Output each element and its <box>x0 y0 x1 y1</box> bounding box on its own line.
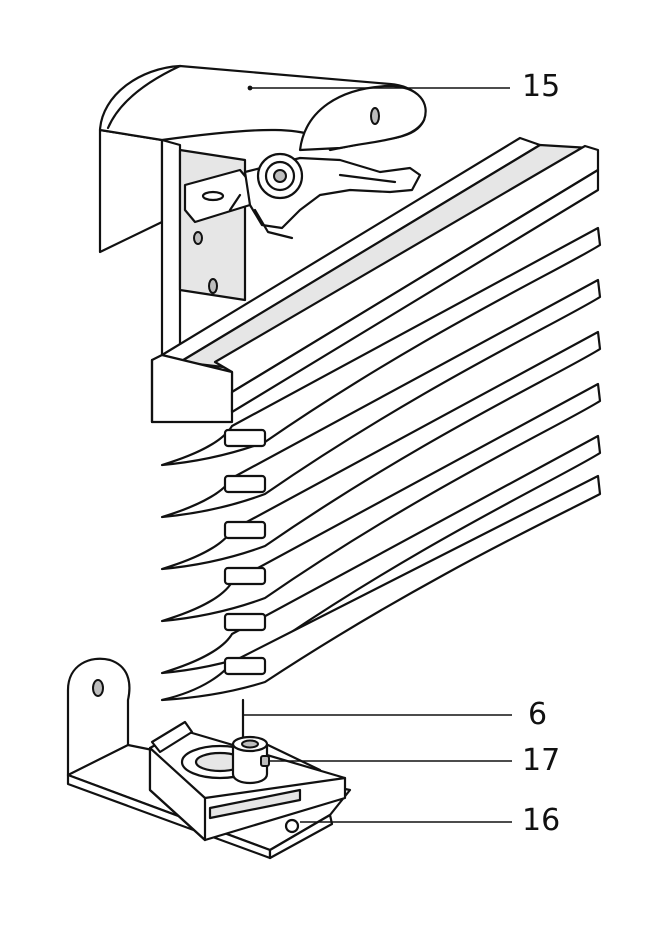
callout-15-headrail-cover: 15 <box>522 69 561 104</box>
headrail-end-cap <box>98 64 427 364</box>
headrail-channel <box>150 136 600 424</box>
blind-slats <box>160 226 602 702</box>
slat <box>160 474 602 702</box>
slat <box>160 226 602 467</box>
callout-16-bottom-bracket: 16 <box>522 803 561 838</box>
tilt-connector <box>231 698 270 785</box>
callout-17-tilt-connector: 17 <box>522 743 561 778</box>
callout-6-slat: 6 <box>528 697 548 732</box>
slat <box>160 330 602 571</box>
leader-lines <box>243 85 512 823</box>
slat <box>160 382 602 623</box>
bottom-bracket <box>66 657 352 860</box>
slat <box>160 278 602 519</box>
